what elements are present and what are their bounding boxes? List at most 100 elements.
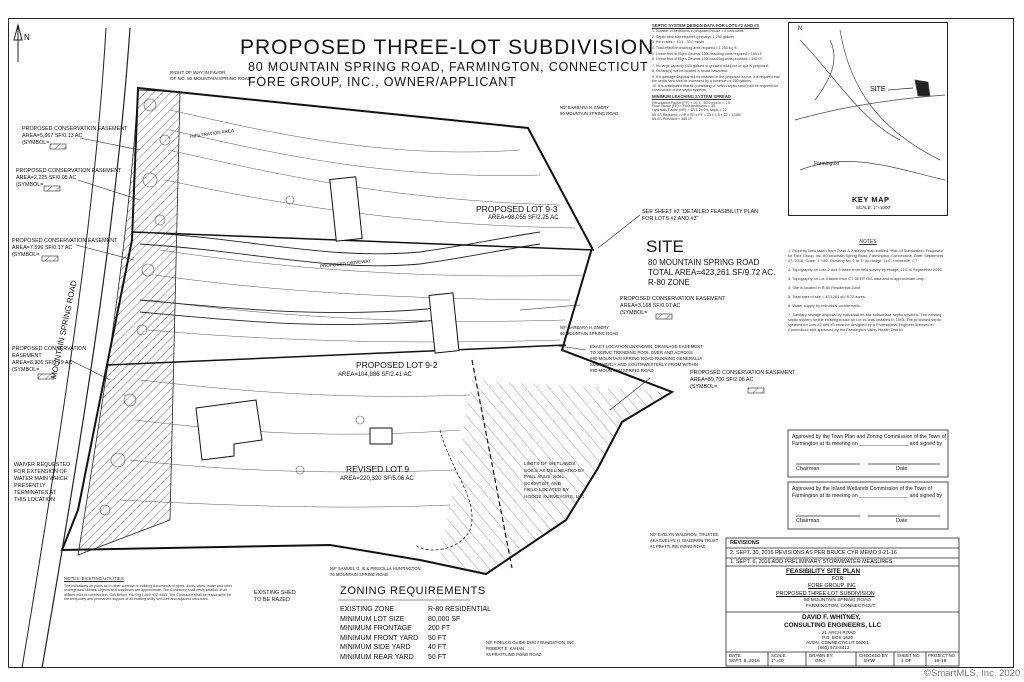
leaching-note: Percolation Factor (PF) = 10.1 - 30.0 mi… xyxy=(652,100,731,105)
zoning-row-label: MINIMUM LOT SIZE xyxy=(340,615,405,623)
septic-note: 5. Linear feet of Elijen Geomat 1200 lea… xyxy=(652,51,762,56)
abutter-huntington: N/F SAMUEL G. III & PRISCILLA HUNTINGTON… xyxy=(330,566,421,577)
sheet-no-label: SHEET NO. xyxy=(897,653,921,658)
title-block-frame xyxy=(725,537,960,667)
leader-lines xyxy=(69,137,651,411)
zoning-requirements-title: ZONING REQUIREMENTS xyxy=(340,585,486,597)
lot-9-area: AREA=220,320 SF/5.06 AC xyxy=(340,476,414,482)
titleblock-for: FOR: xyxy=(832,576,845,582)
existing-utilities-notes: NOTES: EXISTING UTILITIES The indication… xyxy=(64,576,236,602)
zoning-row-value: R-80 RESIDENTIAL xyxy=(428,606,492,613)
leaching-heading: MINIMUM LEACHING SYSTEM SPREAD xyxy=(652,94,731,100)
wetlands-hatch-area xyxy=(414,380,672,574)
titleblock-addr2: P.O. BOX 1620 xyxy=(822,635,854,640)
septic-note: 4. Total effective leaching area require… xyxy=(652,45,738,50)
revision-1: 1. SEPT. 6, 2016 ADD PRELIMINARY STORMWA… xyxy=(730,559,893,565)
septic-design-notes: SEPTIC SYSTEM DESIGN DATA FOR LOTS #2 AN… xyxy=(652,23,784,122)
septic-note: 3. Perc rates = 10.1 - 30.0 min/in xyxy=(652,40,705,45)
key-map-town-label: Farmington xyxy=(814,161,840,167)
titleblock-phone: (860) 673-8412 xyxy=(818,645,850,650)
utilities-heading: NOTES: EXISTING UTILITIES xyxy=(64,576,124,581)
zoning-row-label: MINIMUM FRONT YARD xyxy=(340,634,419,642)
easement-label-4: PROPOSED CONSERVATION EASEMENT AREA=8,30… xyxy=(12,346,87,373)
titleblock-address: 80 MOUNTAIN SPRING ROAD xyxy=(804,598,871,603)
lot-9-name: REVISED LOT 9 xyxy=(346,464,410,474)
site-heading: SITE xyxy=(646,237,684,256)
key-map-title: KEY MAP xyxy=(852,195,890,204)
zoning-row-label: MINIMUM SIDE YARD xyxy=(340,644,411,651)
revisions-heading: REVISIONS xyxy=(730,540,760,546)
leaching-note: MLSS Required = HF x FF x PF = 33 x 1.5 … xyxy=(652,113,741,118)
lot-9-2-area: AREA=104,886 SF/2.41 AC xyxy=(338,372,412,378)
chairman-label: Chairman xyxy=(796,518,820,524)
sheet-2-reference: SEE SHEET #2 "DETAILED FEASIBILITY PLAN … xyxy=(642,209,759,222)
drawing-sheet-border xyxy=(8,18,1014,668)
leaching-note: Flow Factor (FF) = Four bedrooms = 33 xyxy=(652,104,716,109)
zoning-row-value: 40 FT xyxy=(428,644,447,651)
project-no-value: 16-19 xyxy=(934,659,947,664)
date-label: Date xyxy=(896,466,908,472)
titleblock-engineer: DAVID F. WHITNEY, xyxy=(802,614,861,621)
abutter-emery-north: N/F BARBARA H. EMERY 90 MOUNTAIN SPRING … xyxy=(560,105,619,116)
notes-heading: NOTES xyxy=(859,239,877,245)
conservation-easement-strip xyxy=(77,89,181,556)
general-notes: NOTES 1. Property lines taken from Class… xyxy=(788,239,948,333)
titleblock-addr3: AVON, CONNECTICUT 06001 xyxy=(806,640,869,645)
septic-note: 1. Number of bedrooms in proposed house … xyxy=(652,29,744,34)
zoning-row-value: 50 FT xyxy=(428,634,447,642)
titleblock-town: FARMINGTON, CONNECTICUT xyxy=(806,604,876,609)
note-item: 7. Sanitary sewage disposal by individua… xyxy=(788,312,942,332)
septic-note: 7. No large capacity (100 gallons or gre… xyxy=(652,63,769,68)
sheet-no-value: 1 OF xyxy=(901,659,912,664)
key-map-site-label: SITE xyxy=(870,86,886,93)
note-item: 5. Total area of site = 423,261 sf / 9.7… xyxy=(788,294,866,299)
drawn-by-value: GRA xyxy=(815,659,826,664)
note-item: 2. Topography on Lots 2 and 3 taken from… xyxy=(788,267,943,272)
note-item: 4. Site is located in R-80 Residential Z… xyxy=(788,285,862,290)
tree-symbols xyxy=(99,98,365,516)
site-details: 80 MOUNTAIN SPRING ROAD TOTAL AREA=423,2… xyxy=(648,258,776,287)
titleblock-client: FORE GROUP, INC xyxy=(808,583,856,589)
zoning-commission-approval: Approved by the Town Plan and Zoning Com… xyxy=(792,434,947,447)
septic-note: 10. It is anticipated that fill (consist… xyxy=(652,84,779,92)
lot-9-3-name: PROPOSED LOT 9-3 xyxy=(476,204,558,214)
zoning-row-label: MINIMUM REAR YARD xyxy=(340,653,414,661)
zoning-row-value: 50 FT xyxy=(428,653,447,661)
titleblock-plan-name: FEASIBILITY SITE PLAN xyxy=(786,568,861,575)
zoning-row-value: 200 FT xyxy=(428,625,451,632)
note-item: 6. Water supply by individual on-site we… xyxy=(788,303,861,308)
easement-label-5: PROPOSED CONSERVATION EASEMENT AREA=3,16… xyxy=(620,296,726,316)
lot-9-2-name: PROPOSED LOT 9-2 xyxy=(356,360,438,370)
drawn-by-label: DRAWN BY: xyxy=(809,653,834,658)
utilities-text: The indications on plans as to other con… xyxy=(64,583,233,602)
drainage-easement-note: EXACT LOCATION UNKNOWN, DRAINAGE EASEMEN… xyxy=(590,344,704,373)
revision-2: 2. SEPT. 30, 2016 REVISIONS AS PER BRUCE… xyxy=(730,550,897,556)
titleblock-firm: CONSULTING ENGINEERS, LLC xyxy=(784,622,882,629)
key-map-scale: SCALE: 1"=1000' xyxy=(856,205,891,210)
note-item: 3. Topography on Lot 9 taken from CT DEE… xyxy=(788,276,925,281)
easement-label-1: PROPOSED CONSERVATION EASEMENT AREA=5,86… xyxy=(22,126,128,146)
scale-field-label: SCALE: xyxy=(771,653,787,658)
key-map-drawing xyxy=(794,29,946,181)
key-map-north: N xyxy=(798,26,803,32)
abutter-emery-east: N/F BARBARA H. EMERY 90 MOUNTAIN SPRING … xyxy=(560,325,619,336)
approval-boxes xyxy=(787,429,949,530)
date-field-label: DATE: xyxy=(729,653,742,658)
checked-by-value: DFW xyxy=(864,659,875,664)
abutter-foundation: N/F FOELCO GUIDE DOG FOUNDATION, INC. RO… xyxy=(486,640,576,657)
septic-heading: SEPTIC SYSTEM DESIGN DATA FOR LOTS #2 AN… xyxy=(652,23,759,28)
scale-field-value: 1"=40' xyxy=(771,659,785,664)
easement-label-3: PROPOSED CONSERVATION EASEMENT AREA=7,59… xyxy=(12,238,118,258)
titleblock-addr1: 21 ARCH ROAD xyxy=(822,630,856,635)
abutter-waldron: N/F EVELYN WALDRON, TRUSTEE AKA EVELYN H… xyxy=(650,532,719,549)
project-no-label: PROJECT NO. xyxy=(928,653,957,658)
septic-note: 6. Linear feet of Elijen Geomat 1200 lea… xyxy=(652,57,763,62)
wetlands-commission-approval: Approved by the Inland Wetlands Commissi… xyxy=(792,486,942,499)
plan-title: PROPOSED THREE-LOT SUBDIVISION xyxy=(240,36,655,59)
septic-note: 8. Oil tank(s) will be located in house … xyxy=(652,69,729,74)
copyright-watermark: ©SmartMLS, Inc. 2020 xyxy=(924,668,1021,679)
easement-label-2: PROPOSED CONSERVATION EASEMENT AREA=2,22… xyxy=(16,168,122,188)
right-of-way-note: RIGHT OF WAY IN FAVOR OF NO. 80 MOUNTAIN… xyxy=(170,70,252,81)
titleblock-project: PROPOSED THREE-LOT SUBDIVISION xyxy=(776,591,875,597)
